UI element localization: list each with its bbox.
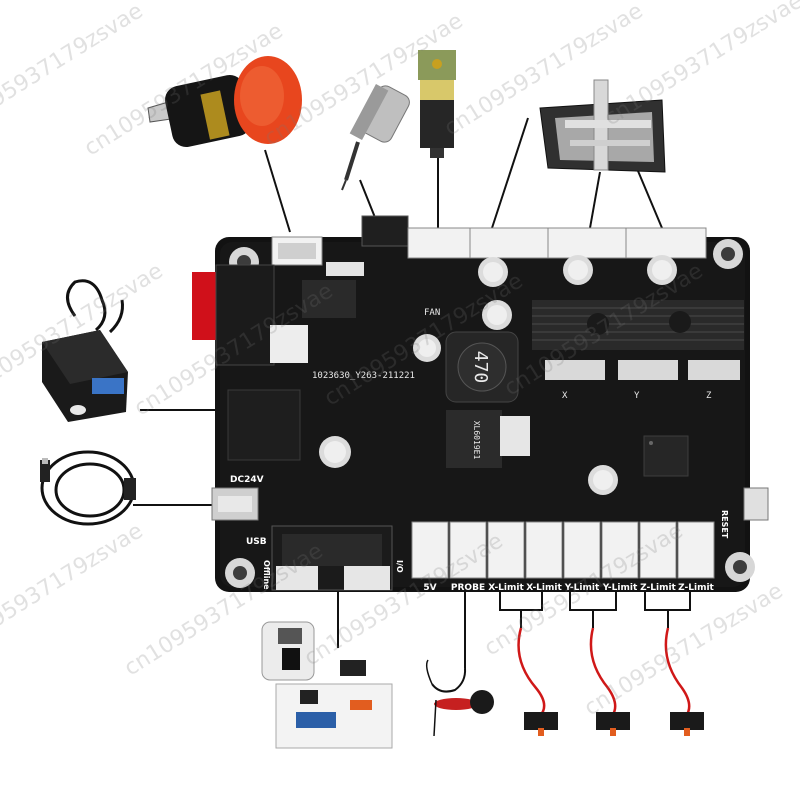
- dc-label: DC24V: [230, 475, 264, 485]
- header-label: PROBE: [451, 583, 485, 593]
- driver-x: [545, 360, 605, 380]
- offline-label: Offline: [262, 560, 271, 590]
- limit-switch-x: [517, 627, 558, 736]
- cnc-machine-frame: [539, 79, 666, 173]
- axis-x-label: X: [562, 391, 568, 401]
- header-label: 5V: [423, 583, 436, 593]
- pcb-board: 470 XL6019E1: [192, 215, 769, 593]
- header-label: X-Limit: [526, 583, 562, 593]
- regulator-chip: [302, 280, 356, 318]
- offline-header: [271, 525, 393, 591]
- power-adapter: [42, 279, 128, 422]
- converter-ic: XL6019E1: [446, 410, 530, 468]
- emergency-stop-button: [147, 56, 302, 148]
- dc-jack: [227, 389, 301, 461]
- usb-cable: [40, 450, 136, 526]
- header-label: Y-Limit: [602, 583, 638, 593]
- microcontroller: [643, 435, 689, 477]
- probe: [425, 659, 494, 737]
- driver-y: [618, 360, 678, 380]
- usb-port: [211, 487, 259, 521]
- fan-label: FAN: [424, 308, 440, 318]
- header-label: Z-Limit: [678, 583, 714, 593]
- usb-label: USB: [246, 537, 267, 547]
- spindle-motor: [341, 83, 410, 191]
- header-label: Y-Limit: [564, 583, 600, 593]
- header-label: X-Limit: [488, 583, 524, 593]
- offline-controller: [261, 621, 393, 749]
- inductor-value: 470: [470, 351, 491, 384]
- axis-z-label: Z: [706, 391, 712, 401]
- top-connectors: [271, 215, 707, 266]
- reset-button: [743, 487, 769, 521]
- inductor: 470: [445, 331, 519, 403]
- header-labels: 5V PROBE X-Limit X-Limit Y-Limit Y-Limit…: [423, 583, 714, 593]
- laser-module: [418, 50, 456, 158]
- driver-z: [688, 360, 740, 380]
- power-switch: [192, 264, 275, 366]
- limit-switch-z: [664, 627, 704, 736]
- axis-y-label: Y: [634, 391, 640, 401]
- header-label: Z-Limit: [640, 583, 676, 593]
- converter-ic-text: XL6019E1: [472, 421, 481, 460]
- heatsink: [532, 300, 744, 350]
- limit-switch-y: [589, 627, 630, 736]
- board-serial: 1023630_Y263-211221: [312, 371, 415, 381]
- io-label: I/O: [395, 560, 404, 573]
- reset-label: RESET: [720, 510, 729, 539]
- capacitors: [319, 255, 677, 495]
- bottom-connectors: [411, 521, 715, 579]
